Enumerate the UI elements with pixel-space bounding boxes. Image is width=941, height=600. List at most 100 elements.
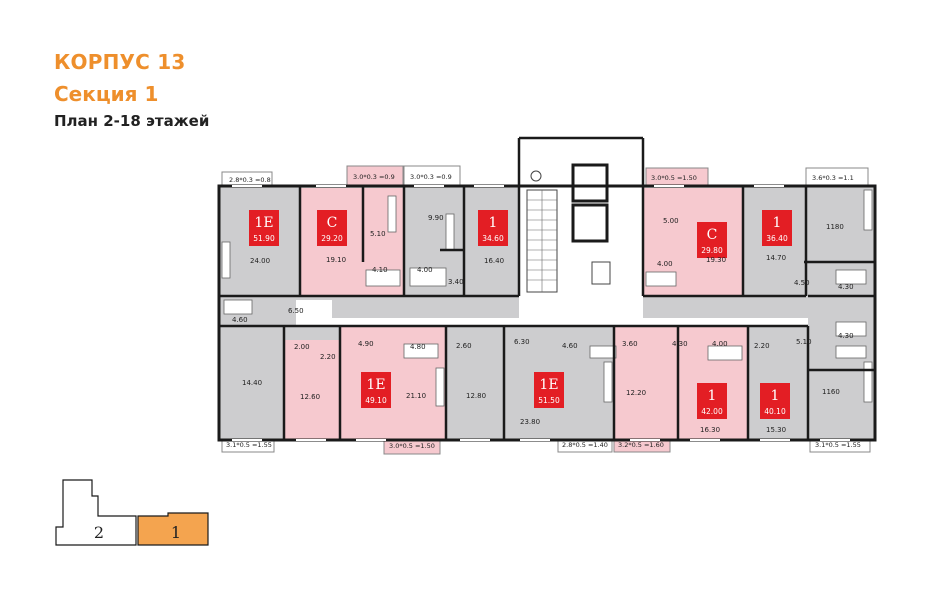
fixtures [221, 189, 873, 407]
room-area: 4.30 [672, 340, 688, 348]
room-area: 3.40 [448, 278, 464, 286]
apartment-badge-box [760, 383, 790, 419]
apartment-area: 51.50 [538, 396, 560, 405]
bath [835, 321, 867, 337]
room-area: 4.90 [358, 340, 374, 348]
apartment-badge-box [361, 372, 391, 408]
apartment-badge-box [697, 383, 727, 419]
room-area-labels: 24.00 5.10 19.10 4.10 9.90 4.00 3.40 1 6.… [232, 214, 854, 434]
apartment-area: 49.10 [365, 396, 387, 405]
apartment-badge[interactable]: 136.40 [762, 210, 792, 246]
bath [403, 343, 439, 359]
bath [707, 345, 743, 361]
kitchen-counter [435, 367, 445, 407]
kitchen-counter [221, 241, 231, 279]
balcony-label: 2.8*0.3 =0.8 [229, 176, 271, 184]
kitchen-counter [387, 195, 397, 233]
apartment-type: 1 [708, 388, 717, 404]
apartment-badge-box [478, 210, 508, 246]
stair-core [519, 138, 643, 318]
room-area: 19.10 [326, 256, 346, 264]
room-area: 4.30 [838, 332, 854, 340]
apartment-type: 1Е [366, 377, 385, 393]
elevator-shaft [571, 163, 609, 203]
apartment-type: С [707, 227, 718, 243]
balcony-label: 3.1*0.5 =1.55 [226, 441, 272, 449]
balcony-label: 3.0*0.3 =0.9 [410, 173, 452, 181]
room-area: 12.20 [626, 389, 646, 397]
room-area: 4.00 [712, 340, 728, 348]
building-title: КОРПУС 13 [54, 50, 186, 74]
apartment-badge-box [762, 210, 792, 246]
bath [835, 269, 867, 285]
room-area: 1180 [826, 223, 844, 231]
accessibility-icon [530, 170, 542, 182]
apartment-area: 34.60 [482, 234, 504, 243]
elevator-shaft [571, 203, 609, 243]
lift-lobby [591, 261, 611, 285]
apartment-type: 1 [489, 215, 498, 231]
room-area: 14.70 [766, 254, 786, 262]
balcony-labels: 2.8*0.3 =0.8 3.0*0.3 =0.9 3.0*0.3 =0.9 3… [226, 173, 861, 450]
room-area: 2.00 [294, 343, 310, 351]
bath [589, 345, 617, 359]
apartment-badge-box [697, 222, 727, 258]
room-area: 5.00 [663, 217, 679, 225]
bath [223, 299, 253, 315]
balcony-label: 3.0*0.5 =1.50 [651, 174, 697, 182]
bath [835, 345, 867, 359]
apartment-area: 29.80 [701, 246, 723, 255]
section-title: Секция 1 [54, 82, 159, 106]
room-area: 21.10 [406, 392, 426, 400]
balcony-label: 3.1*0.5 =1.55 [815, 441, 861, 449]
kitchen-counter [603, 361, 613, 403]
apartment-type: 1Е [539, 377, 558, 393]
bath [645, 271, 677, 287]
room-area: 4.60 [232, 316, 248, 324]
keyplan-label-2: 2 [94, 523, 104, 542]
room-area: 4.10 [372, 266, 388, 274]
apartment-badge[interactable]: 142.00 [697, 383, 727, 419]
kitchen-counter [863, 361, 873, 403]
stair-treads [527, 190, 557, 292]
walls [217, 136, 877, 442]
room-area: 4.60 [562, 342, 578, 350]
room-area: 1160 [822, 388, 840, 396]
apartment-type: 1 [771, 388, 780, 404]
room-area: 6.50 [288, 307, 304, 315]
apartment-badge[interactable]: 134.60 [478, 210, 508, 246]
kitchen-counter [445, 213, 455, 251]
apartment-badge[interactable]: С 29.20 [317, 210, 347, 246]
keyplan-section-1 [137, 512, 209, 546]
apartment-area: 42.00 [701, 407, 723, 416]
apt-bottom-mid-a [614, 326, 678, 440]
room-area: 4.80 [410, 343, 426, 351]
bath [365, 269, 401, 287]
apartment-badge[interactable]: 1Е 51.50 [534, 372, 564, 408]
interior-walls [219, 136, 875, 440]
plan-title: План 2-18 этажей [54, 112, 210, 130]
apartment-badge[interactable]: 140.10 [760, 383, 790, 419]
apartment-area: 29.20 [321, 234, 343, 243]
room-area: 4.30 [838, 283, 854, 291]
apartment-area: 51.90 [253, 234, 275, 243]
apartment-badge-box [317, 210, 347, 246]
apartment-area: 40.10 [764, 407, 786, 416]
apartment-type: С [327, 215, 338, 231]
balcony-label: 2.8*0.5 =1.40 [562, 441, 608, 449]
balconies [221, 165, 871, 455]
keyplan-section-2 [55, 479, 137, 546]
apartment-type: 1 [773, 215, 782, 231]
room-area: 5.10 [796, 338, 812, 346]
room-area: 9.90 [428, 214, 444, 222]
room-area: 4.50 [794, 279, 810, 287]
apartment-badge-box [249, 210, 279, 246]
room-area: 24.00 [250, 257, 270, 265]
corridor [296, 294, 808, 326]
apartment-badge-box [534, 372, 564, 408]
apartment-badge[interactable]: 1Е 49.10 [361, 372, 391, 408]
apartment-badge[interactable]: С 29.80 [697, 222, 727, 258]
bath [409, 267, 447, 287]
